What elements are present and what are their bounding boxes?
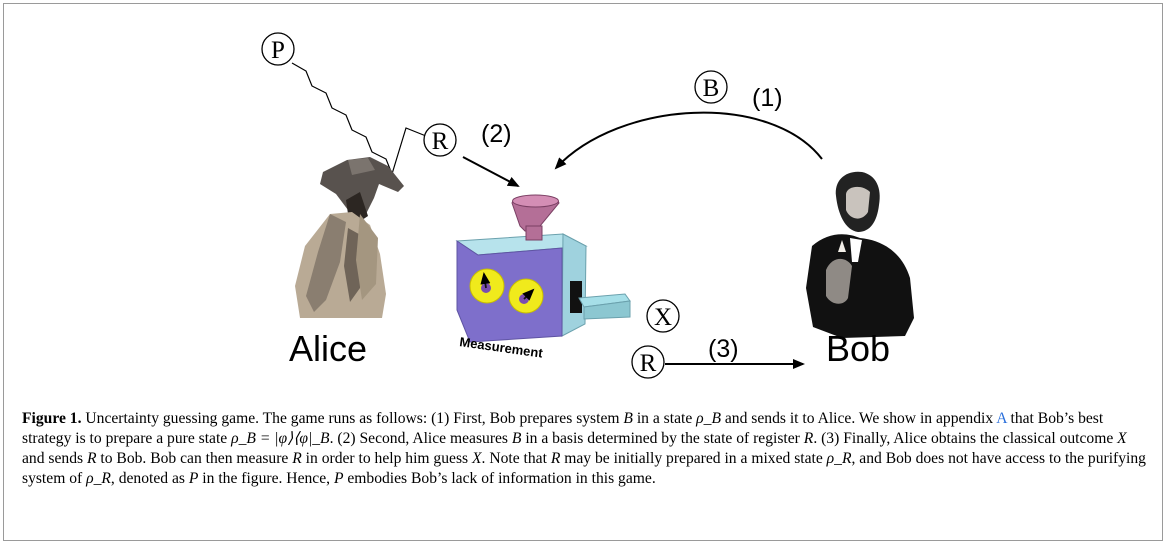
system-r-top-node: R <box>423 123 457 157</box>
caption-text: in order to help him guess <box>301 450 472 467</box>
bob-name: Bob <box>826 328 890 369</box>
caption-text: , denoted as <box>110 470 189 487</box>
caption-var: X <box>1117 430 1127 447</box>
caption-text: may be initially prepared in a mixed sta… <box>560 450 827 467</box>
step-two-label: (2) <box>481 120 512 148</box>
caption-text: and sends <box>22 450 87 467</box>
caption-var: B <box>511 430 522 447</box>
caption-text: . (3) Finally, Alice obtains the classic… <box>813 430 1118 447</box>
caption-var: P <box>333 470 344 487</box>
arrow-bob-to-machine <box>554 111 823 170</box>
system-p-node: P <box>261 32 295 66</box>
system-r-bottom-label: R <box>640 350 657 377</box>
caption-text: , and Bob does not have access to the pu… <box>22 450 1146 487</box>
system-b-node: B <box>694 70 728 104</box>
caption-text: . (2) Second, Alice measures <box>329 430 512 447</box>
caption-text: Uncertainty guessing game. The game runs… <box>81 410 624 427</box>
caption-text: . Note that <box>481 450 551 467</box>
bob-figure <box>806 171 914 338</box>
caption-var: B <box>623 410 633 427</box>
caption-math: ρ_R <box>86 470 111 487</box>
arrow-r-to-machine <box>462 156 520 187</box>
caption-text: in a basis determined by the state of re… <box>521 430 804 447</box>
caption-text: embodies Bob’s lack of information in th… <box>343 470 656 487</box>
caption-text: in a state <box>632 410 697 427</box>
caption-text: that Bob’s best strategy is to prepare a… <box>22 410 1104 447</box>
step-one-label: (1) <box>752 84 783 112</box>
system-x-node: X <box>646 299 680 333</box>
system-r-bottom-node: R <box>631 345 665 379</box>
caption-text: and sends it to Alice. We show in append… <box>720 410 997 427</box>
caption-math: ρ_B <box>696 410 721 427</box>
caption-var: R <box>550 450 561 467</box>
caption-var: R <box>803 430 814 447</box>
caption-var: X <box>472 450 482 467</box>
caption-text: to Bob. Bob can then measure <box>96 450 293 467</box>
figure-caption: Figure 1. Uncertainty guessing game. The… <box>22 409 1147 489</box>
measurement-machine <box>455 194 631 343</box>
system-r-top-label: R <box>432 128 449 155</box>
caption-text: in the figure. Hence, <box>198 470 334 487</box>
caption-var: R <box>292 450 302 467</box>
system-x-label: X <box>654 304 672 331</box>
step-three-label: (3) <box>708 335 739 363</box>
appendix-link[interactable]: A <box>996 410 1007 427</box>
caption-var: R <box>86 450 97 467</box>
caption-math: ρ_R <box>826 450 852 467</box>
caption-var: P <box>188 470 199 487</box>
system-b-label: B <box>703 75 720 102</box>
alice-figure <box>295 157 404 318</box>
system-p-label: P <box>271 37 285 64</box>
caption-math: ρ_B = |φ⟩⟨φ|_B <box>231 430 330 447</box>
purification-zigzag <box>291 62 427 176</box>
figure-illustration: P R (2) B (1) Alice <box>261 32 914 379</box>
alice-name: Alice <box>289 328 367 369</box>
caption-label: Figure 1. <box>22 410 82 427</box>
